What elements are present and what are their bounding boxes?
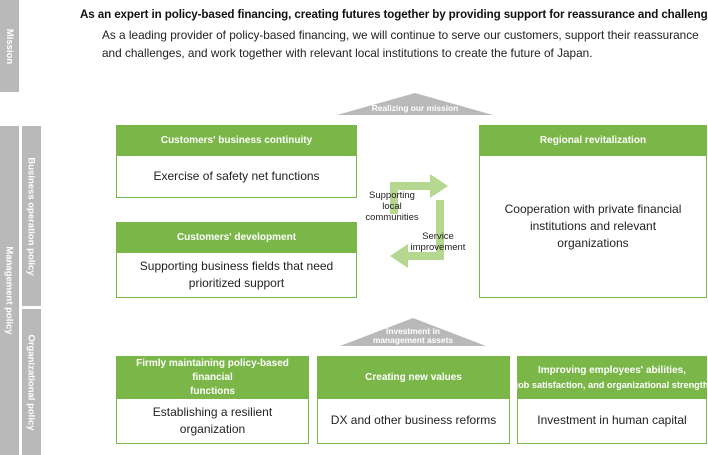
organizational-side-text: Organizational policy	[26, 333, 38, 431]
management-policy-side-text: Management policy	[4, 246, 16, 335]
creating-values-header: Creating new values	[318, 357, 509, 399]
service-improvement-label: Service improvement	[408, 231, 468, 253]
management-policy-side-label: Management policy	[0, 126, 19, 455]
organizational-side-label: Organizational policy	[22, 309, 41, 455]
maintain-functions-body: Establishing a resilient organization	[152, 404, 273, 436]
creating-values-box: Creating new values DX and other busines…	[317, 356, 510, 444]
mission-title: As an expert in policy-based financing, …	[80, 8, 708, 21]
maintain-functions-header-line2: functions	[190, 386, 235, 397]
regional-revitalization-header: Regional revitalization	[480, 126, 706, 156]
mission-body: As a leading provider of policy-based fi…	[102, 28, 699, 60]
customers-development-body: Supporting business fields that need pri…	[139, 258, 334, 290]
customers-development-box: Customers' development Supporting busine…	[116, 222, 357, 298]
employees-abilities-header-line2: job satisfaction, and organizational str…	[515, 380, 708, 390]
investment-label-line2: management assets	[372, 335, 454, 345]
realizing-mission-arrow	[337, 93, 493, 115]
maintain-functions-box: Firmly maintaining policy-based financia…	[116, 356, 309, 444]
supporting-local-communities-label: Supporting local communities	[362, 190, 422, 223]
regional-revitalization-body: Cooperation with private financial insti…	[504, 201, 682, 250]
cycle-arrows-icon	[390, 174, 448, 268]
employees-abilities-box: Improving employees' abilities, job sati…	[515, 356, 708, 444]
maintain-functions-header: Firmly maintaining policy-based financia…	[117, 357, 308, 399]
employees-abilities-body: Investment in human capital	[537, 413, 687, 427]
cycle-label2-line2: improvement	[410, 242, 466, 253]
cycle-label1-line1: Supporting local	[369, 190, 415, 212]
investment-label: Investment in management assets	[338, 327, 488, 345]
business-operation-side-text: Business operation policy	[26, 156, 37, 276]
employees-abilities-header-line1: Improving employees' abilities,	[538, 365, 686, 376]
investment-arrow	[340, 318, 486, 346]
cycle-label2-line1: Service	[422, 231, 454, 242]
maintain-functions-header-line1: Firmly maintaining policy-based financia…	[136, 358, 289, 383]
customers-development-header: Customers' development	[117, 223, 356, 253]
business-continuity-body: Exercise of safety net functions	[153, 168, 320, 183]
business-operation-side-label: Business operation policy	[22, 126, 41, 306]
mission-side-label: Mission	[0, 0, 19, 92]
investment-label-line1: Investment in	[386, 326, 440, 336]
business-continuity-box: Customers' business continuity Exercise …	[116, 125, 357, 198]
mission-side-text: Mission	[4, 28, 15, 64]
employees-abilities-header: Improving employees' abilities, job sati…	[515, 357, 708, 399]
cycle-label1-line2: communities	[365, 212, 419, 223]
business-continuity-header: Customers' business continuity	[117, 126, 356, 156]
creating-values-body: DX and other business reforms	[330, 413, 497, 427]
regional-revitalization-box: Regional revitalization Cooperation with…	[479, 125, 707, 298]
realizing-mission-label: Realizing our mission	[371, 103, 459, 113]
